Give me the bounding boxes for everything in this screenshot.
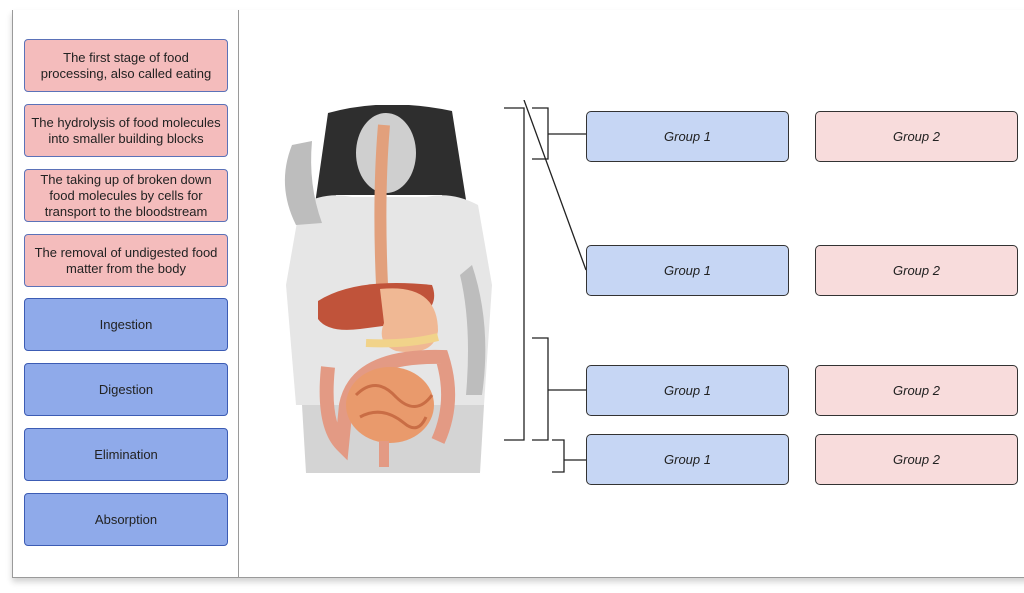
label-card-digestion-description[interactable]: The hydrolysis of food molecules into sm… xyxy=(24,104,228,157)
target-group1-row1[interactable]: Group 1 xyxy=(586,111,789,162)
label-card-ingestion-description[interactable]: The first stage of food processing, also… xyxy=(24,39,228,92)
target-group1-row4[interactable]: Group 1 xyxy=(586,434,789,485)
label-card-absorption-description[interactable]: The taking up of broken down food molecu… xyxy=(24,169,228,222)
target-group1-row2[interactable]: Group 1 xyxy=(586,245,789,296)
panel-divider xyxy=(238,10,239,577)
target-group2-row2[interactable]: Group 2 xyxy=(815,245,1018,296)
digestive-system-illustration xyxy=(256,105,516,475)
bracket-lines xyxy=(504,100,587,473)
label-card-elimination-description[interactable]: The removal of undigested food matter fr… xyxy=(24,234,228,287)
label-card-ingestion[interactable]: Ingestion xyxy=(24,298,228,351)
label-card-elimination[interactable]: Elimination xyxy=(24,428,228,481)
label-card-absorption[interactable]: Absorption xyxy=(24,493,228,546)
target-group2-row4[interactable]: Group 2 xyxy=(815,434,1018,485)
target-group2-row3[interactable]: Group 2 xyxy=(815,365,1018,416)
target-group1-row3[interactable]: Group 1 xyxy=(586,365,789,416)
label-card-digestion[interactable]: Digestion xyxy=(24,363,228,416)
target-group2-row1[interactable]: Group 2 xyxy=(815,111,1018,162)
